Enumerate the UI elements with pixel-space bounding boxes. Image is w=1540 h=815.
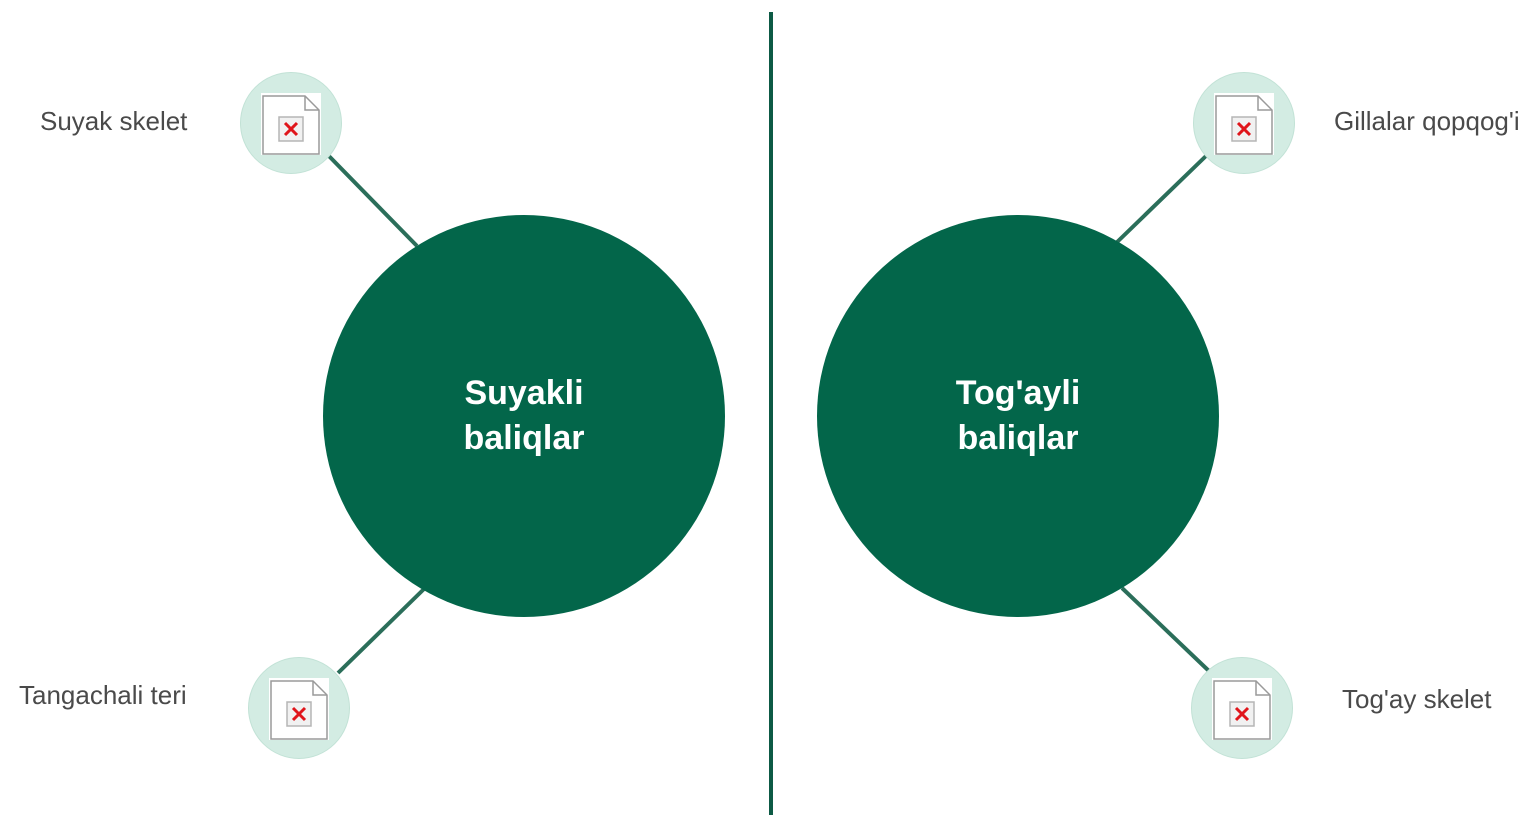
- feature-node-suyak-skelet: [240, 72, 342, 174]
- broken-image-icon: [269, 678, 329, 740]
- feature-label-suyak-skelet: Suyak skelet: [40, 106, 188, 136]
- feature-node-togay-skelet: [1191, 657, 1293, 759]
- hub-title-right: Tog'ayli baliqlar: [955, 374, 1081, 457]
- hub-title-left: Suyakli baliqlar: [463, 374, 585, 457]
- feature-label-gillalar-qopqogi: Gillalar qopqog'i: [1334, 106, 1520, 136]
- broken-image-icon: [1214, 93, 1274, 155]
- connector-right-top: [1111, 153, 1209, 248]
- connector-left-bottom: [336, 586, 427, 675]
- feature-node-tangachali-teri: [248, 657, 350, 759]
- feature-label-tangachali-teri: Tangachali teri: [19, 680, 187, 710]
- feature-label-togay-skelet: Tog'ay skelet: [1342, 684, 1492, 714]
- broken-image-icon: [261, 93, 321, 155]
- hub-suyakli-baliqlar: Suyakli baliqlar: [323, 215, 725, 617]
- broken-image-icon: [1212, 678, 1272, 740]
- hub-togayli-baliqlar: Tog'ayli baliqlar: [817, 215, 1219, 617]
- connector-right-bottom: [1120, 586, 1212, 674]
- feature-node-gillalar-qopqogi: [1193, 72, 1295, 174]
- center-divider: [769, 12, 773, 815]
- connector-left-top: [323, 150, 419, 248]
